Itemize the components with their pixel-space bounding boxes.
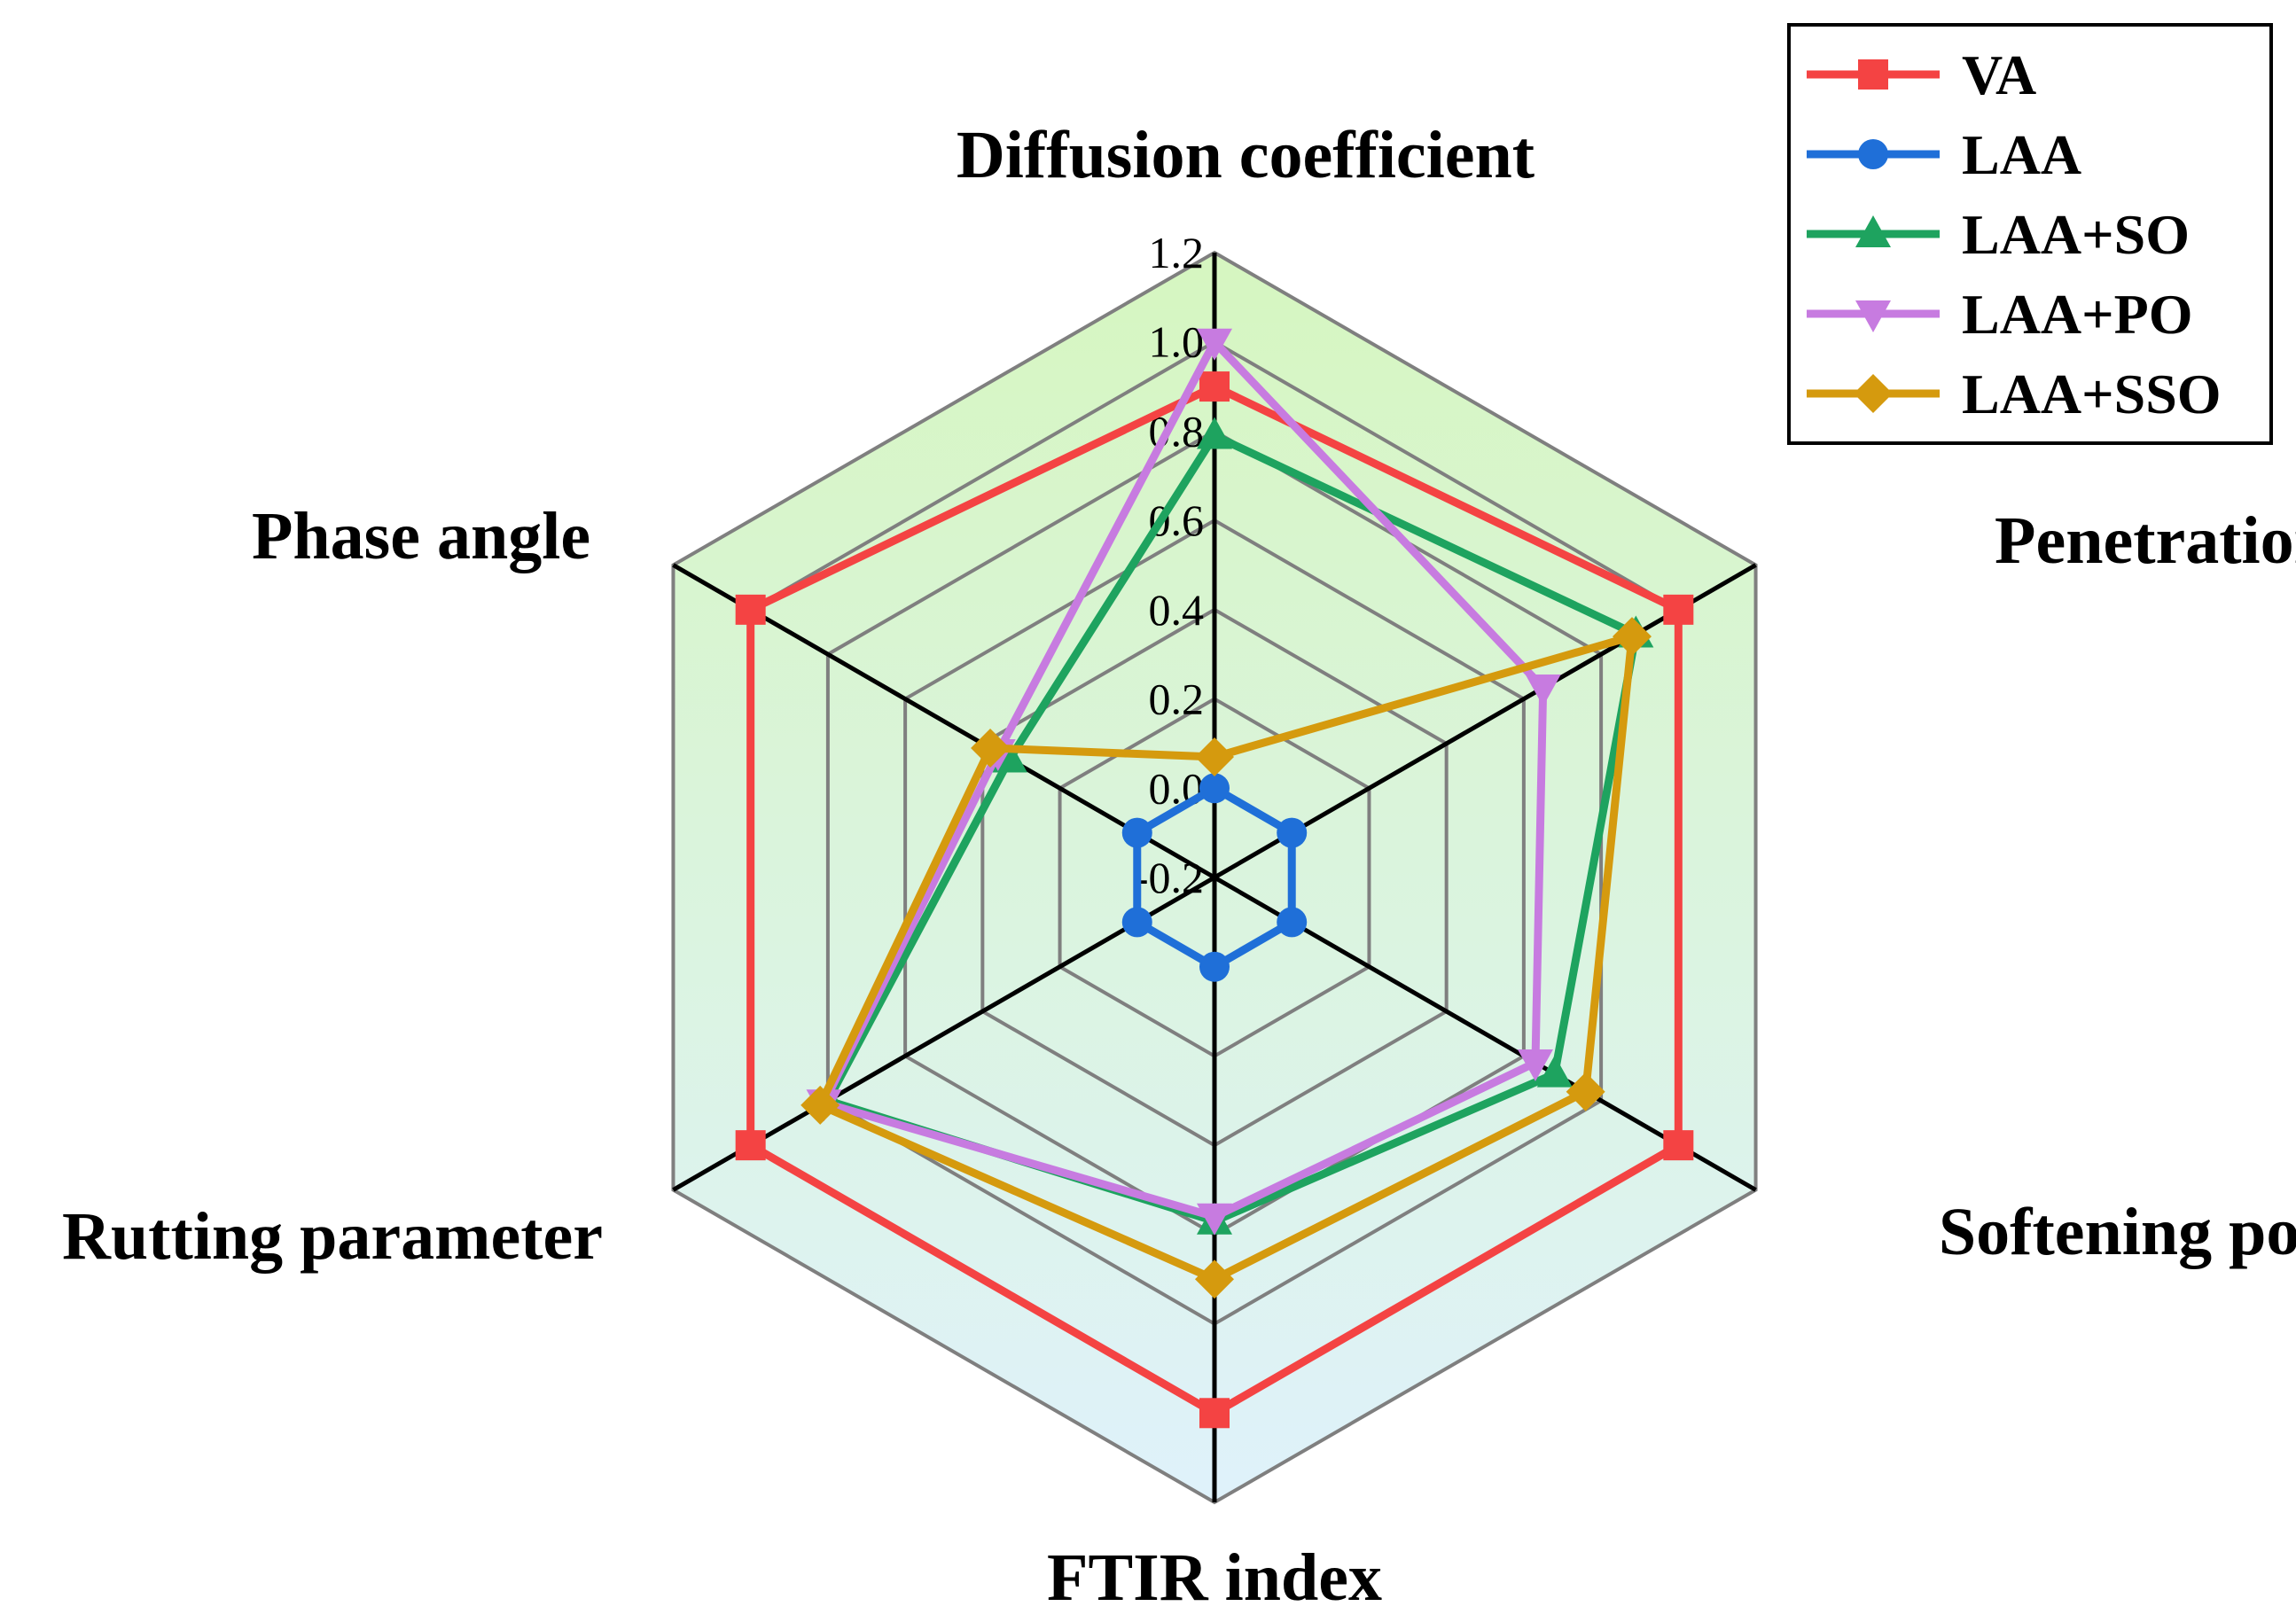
series-marker — [735, 594, 766, 625]
series-marker — [1197, 417, 1232, 449]
axis-label: Rutting parameter — [62, 1199, 603, 1274]
legend-label: LAA+SSO — [1962, 363, 2222, 425]
legend-label: LAA+PO — [1962, 283, 2192, 346]
series-marker — [1199, 951, 1230, 982]
series-marker — [1858, 139, 1888, 169]
legend: VA LAA LAA+SO LAA+PO LAA+SSO — [1787, 23, 2273, 445]
series-marker — [1121, 817, 1152, 848]
series-marker — [1517, 1049, 1553, 1081]
series-va — [735, 371, 1694, 1429]
series-marker — [1858, 59, 1888, 90]
axis-label: FTIR index — [1047, 1540, 1382, 1615]
series-marker — [1277, 817, 1308, 848]
series-layer — [735, 328, 1694, 1429]
legend-label: LAA+SO — [1962, 203, 2190, 266]
legend-entry: LAA+SSO — [1807, 363, 2222, 425]
series-marker — [1195, 1259, 1234, 1299]
series-marker — [1536, 1055, 1573, 1088]
legend-entry: LAA — [1807, 123, 2081, 186]
legend-entry: VA — [1807, 43, 2036, 106]
series-marker — [1525, 674, 1561, 706]
series-marker — [1199, 371, 1230, 402]
series-marker — [1663, 1130, 1694, 1161]
tick-label: 0.0 — [1149, 763, 1205, 813]
legend-label: VA — [1962, 43, 2036, 106]
tick-label: 0.2 — [1149, 675, 1205, 724]
series-marker — [1277, 907, 1308, 938]
axis-labels: Diffusion coefficientPenetrationSoftenin… — [62, 118, 2296, 1615]
series-marker — [1199, 1398, 1230, 1429]
axis-label: Penetration — [1995, 503, 2296, 578]
series-marker — [1195, 737, 1234, 777]
tick-label: -0.2 — [1134, 853, 1204, 902]
series-marker — [1855, 300, 1891, 332]
series-marker — [971, 728, 1011, 768]
tick-label: 0.4 — [1149, 585, 1205, 635]
series-marker — [1663, 594, 1694, 625]
tick-label: 1.2 — [1149, 228, 1205, 277]
series-laa-plus-sso — [800, 617, 1652, 1299]
series-marker — [800, 1085, 840, 1125]
series-marker — [1197, 328, 1232, 361]
axis-label: Softening point — [1939, 1195, 2296, 1269]
series-marker — [735, 1130, 766, 1161]
axis-label: Phase angle — [252, 499, 590, 573]
series-marker — [1197, 1203, 1232, 1236]
series-laa — [1121, 773, 1308, 982]
axis-label: Diffusion coefficient — [957, 118, 1535, 192]
series-marker — [1612, 617, 1652, 657]
legend-label: LAA — [1962, 123, 2081, 186]
series-marker — [1854, 374, 1893, 413]
series-marker — [1121, 907, 1152, 938]
series-marker — [1855, 215, 1891, 247]
legend-entry: LAA+PO — [1807, 283, 2192, 346]
tick-label: 1.0 — [1149, 317, 1205, 367]
series-marker — [1199, 773, 1230, 804]
series-marker — [1566, 1072, 1605, 1111]
legend-entry: LAA+SO — [1807, 203, 2190, 266]
